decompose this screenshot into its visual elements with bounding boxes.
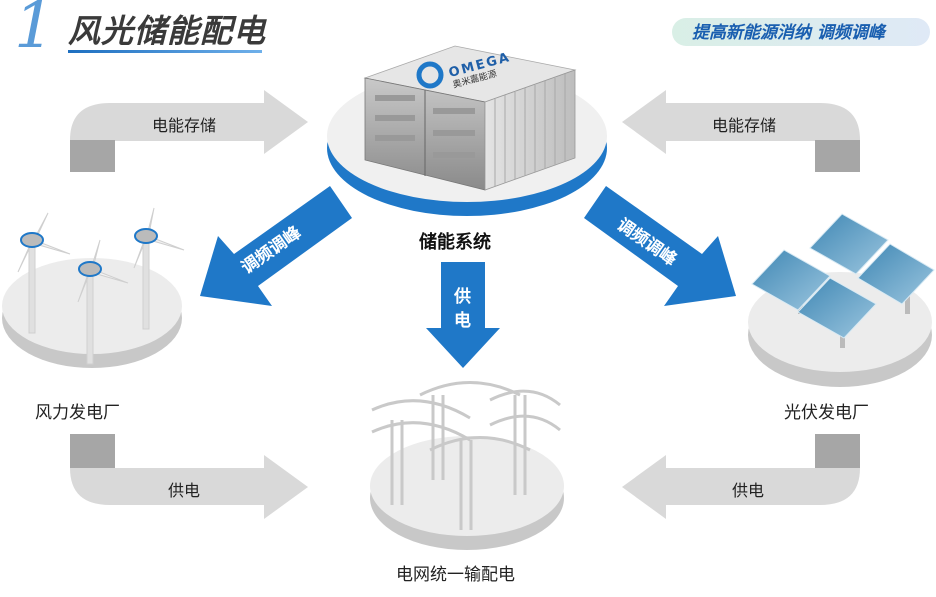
label-storage-to-grid-1: 供 (454, 287, 471, 307)
grid-label: 电网统一输配电 (396, 565, 515, 585)
brand-logo-icon (416, 61, 444, 89)
wind-turbine-icon (17, 207, 185, 365)
arrow-body (622, 90, 860, 154)
arrow-body (622, 455, 860, 519)
arrow-storage-to-wind (200, 186, 352, 306)
arrow-storage-to-solar (584, 186, 736, 306)
arrow-solar-to-grid (622, 434, 860, 519)
grid-platform (370, 436, 564, 550)
section-number: 1 (14, 0, 55, 63)
wind-farm-label: 风力发电厂 (35, 403, 120, 423)
label-wind-to-grid: 供电 (168, 481, 201, 500)
arrow-body (70, 90, 308, 154)
label-solar-to-storage: 电能存储 (712, 116, 777, 135)
arrow-tail-block (70, 140, 115, 172)
container-icon (363, 45, 577, 191)
transmission-tower-icon (371, 381, 561, 530)
arrow-wind-to-storage (70, 90, 308, 172)
tagline-pill (672, 18, 930, 46)
page-title: 风光储能配电 (68, 12, 267, 50)
arrow-wind-to-grid (70, 434, 308, 519)
storage-system-label: 储能系统 (419, 232, 491, 253)
arrow-tail-block (70, 434, 115, 468)
label-wind-to-storage: 电能存储 (152, 116, 217, 135)
label-storage-to-grid-2: 电 (454, 311, 471, 331)
solar-farm-label: 光伏发电厂 (784, 403, 869, 423)
tagline-text: 提高新能源消纳 调频调峰 (692, 23, 885, 43)
label-solar-to-grid: 供电 (732, 481, 765, 500)
solar-panel-icon (751, 213, 935, 348)
title-underline (68, 50, 262, 53)
arrow-tail-block (815, 140, 860, 172)
arrow-storage-to-grid (426, 262, 500, 368)
arrow-body (70, 455, 308, 519)
arrow-tail-block (815, 434, 860, 468)
arrow-solar-to-storage (622, 90, 860, 172)
